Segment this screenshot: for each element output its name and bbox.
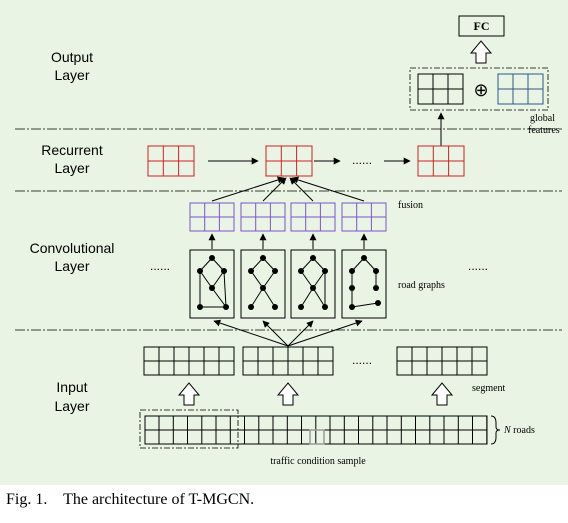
segment-grid-2 [242,346,334,376]
output-layer-label-1: Output [51,49,93,65]
road-graph-4 [341,249,387,319]
input-layer-label-2: Layer [54,398,89,414]
fusion-to-recurrent-arrows [211,176,365,202]
sample-to-segment-arrow-1 [177,382,201,406]
conv-ellipsis-left: ...... [150,259,170,273]
graph-to-fusion-arrows [208,233,368,249]
caption-text: The architecture of T-MGCN. [63,491,255,508]
recurrent-grid-1 [147,145,195,177]
global-features-label-2: features [528,125,560,136]
input-layer-label-1: Input [56,379,87,395]
fusion-grid-1 [189,202,235,232]
segment-ellipsis: ...... [352,353,372,367]
fc-label: FC [474,19,490,33]
architecture-diagram: Output Layer Recurrent Layer Convolution… [15,15,562,467]
road-graphs-label: road graphs [398,280,445,291]
traffic-sample-label: traffic condition sample [270,456,366,467]
conv-ellipsis-right: ...... [468,259,488,273]
segment-window-enclosure [139,409,239,449]
recurrent-grid-2 [265,145,313,177]
concat-oplus-icon: ⊕ [473,80,488,101]
fusion-label: fusion [398,200,423,211]
global-features-enclosure [409,67,549,111]
output-grid-right-global [497,73,544,105]
convolutional-layer-label-2: Layer [54,258,89,274]
fusion-grid-4 [341,202,387,232]
caption-prefix: Fig. 1. [6,491,48,508]
sample-to-segment-arrow-2 [276,382,300,406]
recurrent-layer-label-1: Recurrent [41,142,103,158]
output-layer-label-2: Layer [54,67,89,83]
figure-caption: Fig. 1. The architecture of T-MGCN. [6,491,254,509]
segment-to-graph-arrows [213,319,363,347]
sample-highlight-cell [309,429,325,445]
convolutional-layer-label-1: Convolutional [30,240,115,256]
n-roads-brace [490,415,501,445]
traffic-sample-cells [158,416,488,444]
layer-dividers [15,128,562,331]
recurrent-layer-label-2: Layer [54,160,89,176]
road-graph-2 [240,249,286,319]
segment-label: segment [472,383,506,394]
road-graph-1 [189,249,235,319]
sample-to-segment-arrow-3 [430,382,454,406]
output-to-fc-arrow [469,40,493,64]
recurrent-grid-3 [417,145,465,177]
fc-box [458,15,505,37]
output-grid-left [417,73,464,105]
recurrent-ellipsis: ...... [352,153,372,167]
fusion-grid-2 [240,202,286,232]
road-graph-3 [290,249,336,319]
segment-grid-3 [396,346,488,376]
segment-grid-1 [143,346,235,376]
n-roads-label: N roads [503,425,535,436]
global-features-label-1: global [530,113,555,124]
fusion-grid-3 [290,202,336,232]
